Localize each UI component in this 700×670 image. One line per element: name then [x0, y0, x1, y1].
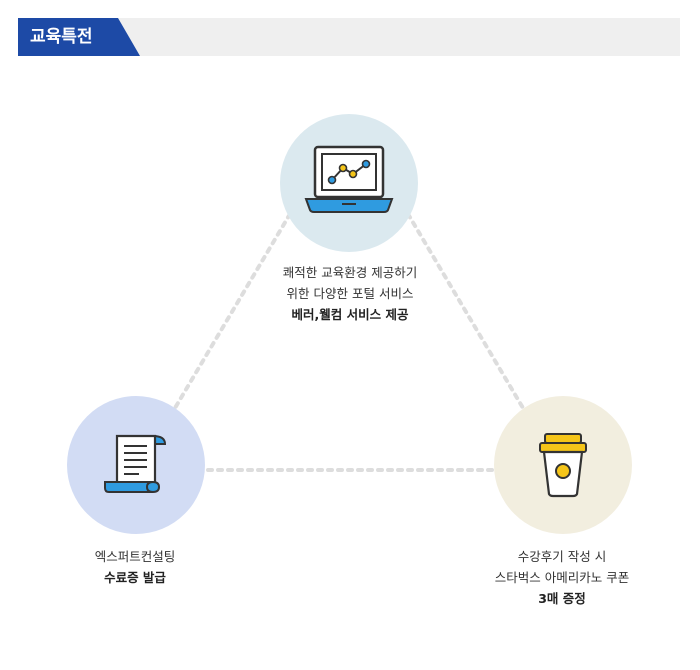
coupon-line-1: 수강후기 작성 시 — [517, 549, 607, 564]
portal-circle — [280, 114, 418, 252]
certificate-circle — [67, 396, 205, 534]
certificate-highlight: 수료증 발급 — [104, 570, 166, 585]
section-header: 교육특전 — [18, 18, 680, 56]
coupon-circle — [494, 396, 632, 534]
portal-line-1: 쾌적한 교육환경 제공하기 — [282, 265, 418, 280]
connector-left — [173, 212, 292, 410]
scroll-document-icon — [104, 434, 167, 493]
laptop-chart-icon — [304, 145, 394, 213]
portal-highlight: 베러,웰컴 서비스 제공 — [291, 307, 409, 322]
coupon-highlight: 3매 증정 — [538, 591, 586, 606]
coupon-line-2: 스타벅스 아메리카노 쿠폰 — [494, 570, 630, 585]
coffee-cup-icon — [539, 433, 587, 498]
portal-caption: 쾌적한 교육환경 제공하기 위한 다양한 포털 서비스 베러,웰컴 서비스 제공 — [220, 262, 480, 325]
header-tab: 교육특전 — [18, 18, 140, 56]
certificate-line-1: 엑스퍼트컨설팅 — [94, 549, 176, 564]
certificate-caption: 엑스퍼트컨설팅 수료증 발급 — [30, 546, 240, 588]
portal-line-2: 위한 다양한 포털 서비스 — [286, 286, 414, 301]
coupon-caption: 수강후기 작성 시 스타벅스 아메리카노 쿠폰 3매 증정 — [450, 546, 674, 609]
connector-right — [406, 212, 525, 410]
section-title: 교육특전 — [30, 27, 93, 47]
